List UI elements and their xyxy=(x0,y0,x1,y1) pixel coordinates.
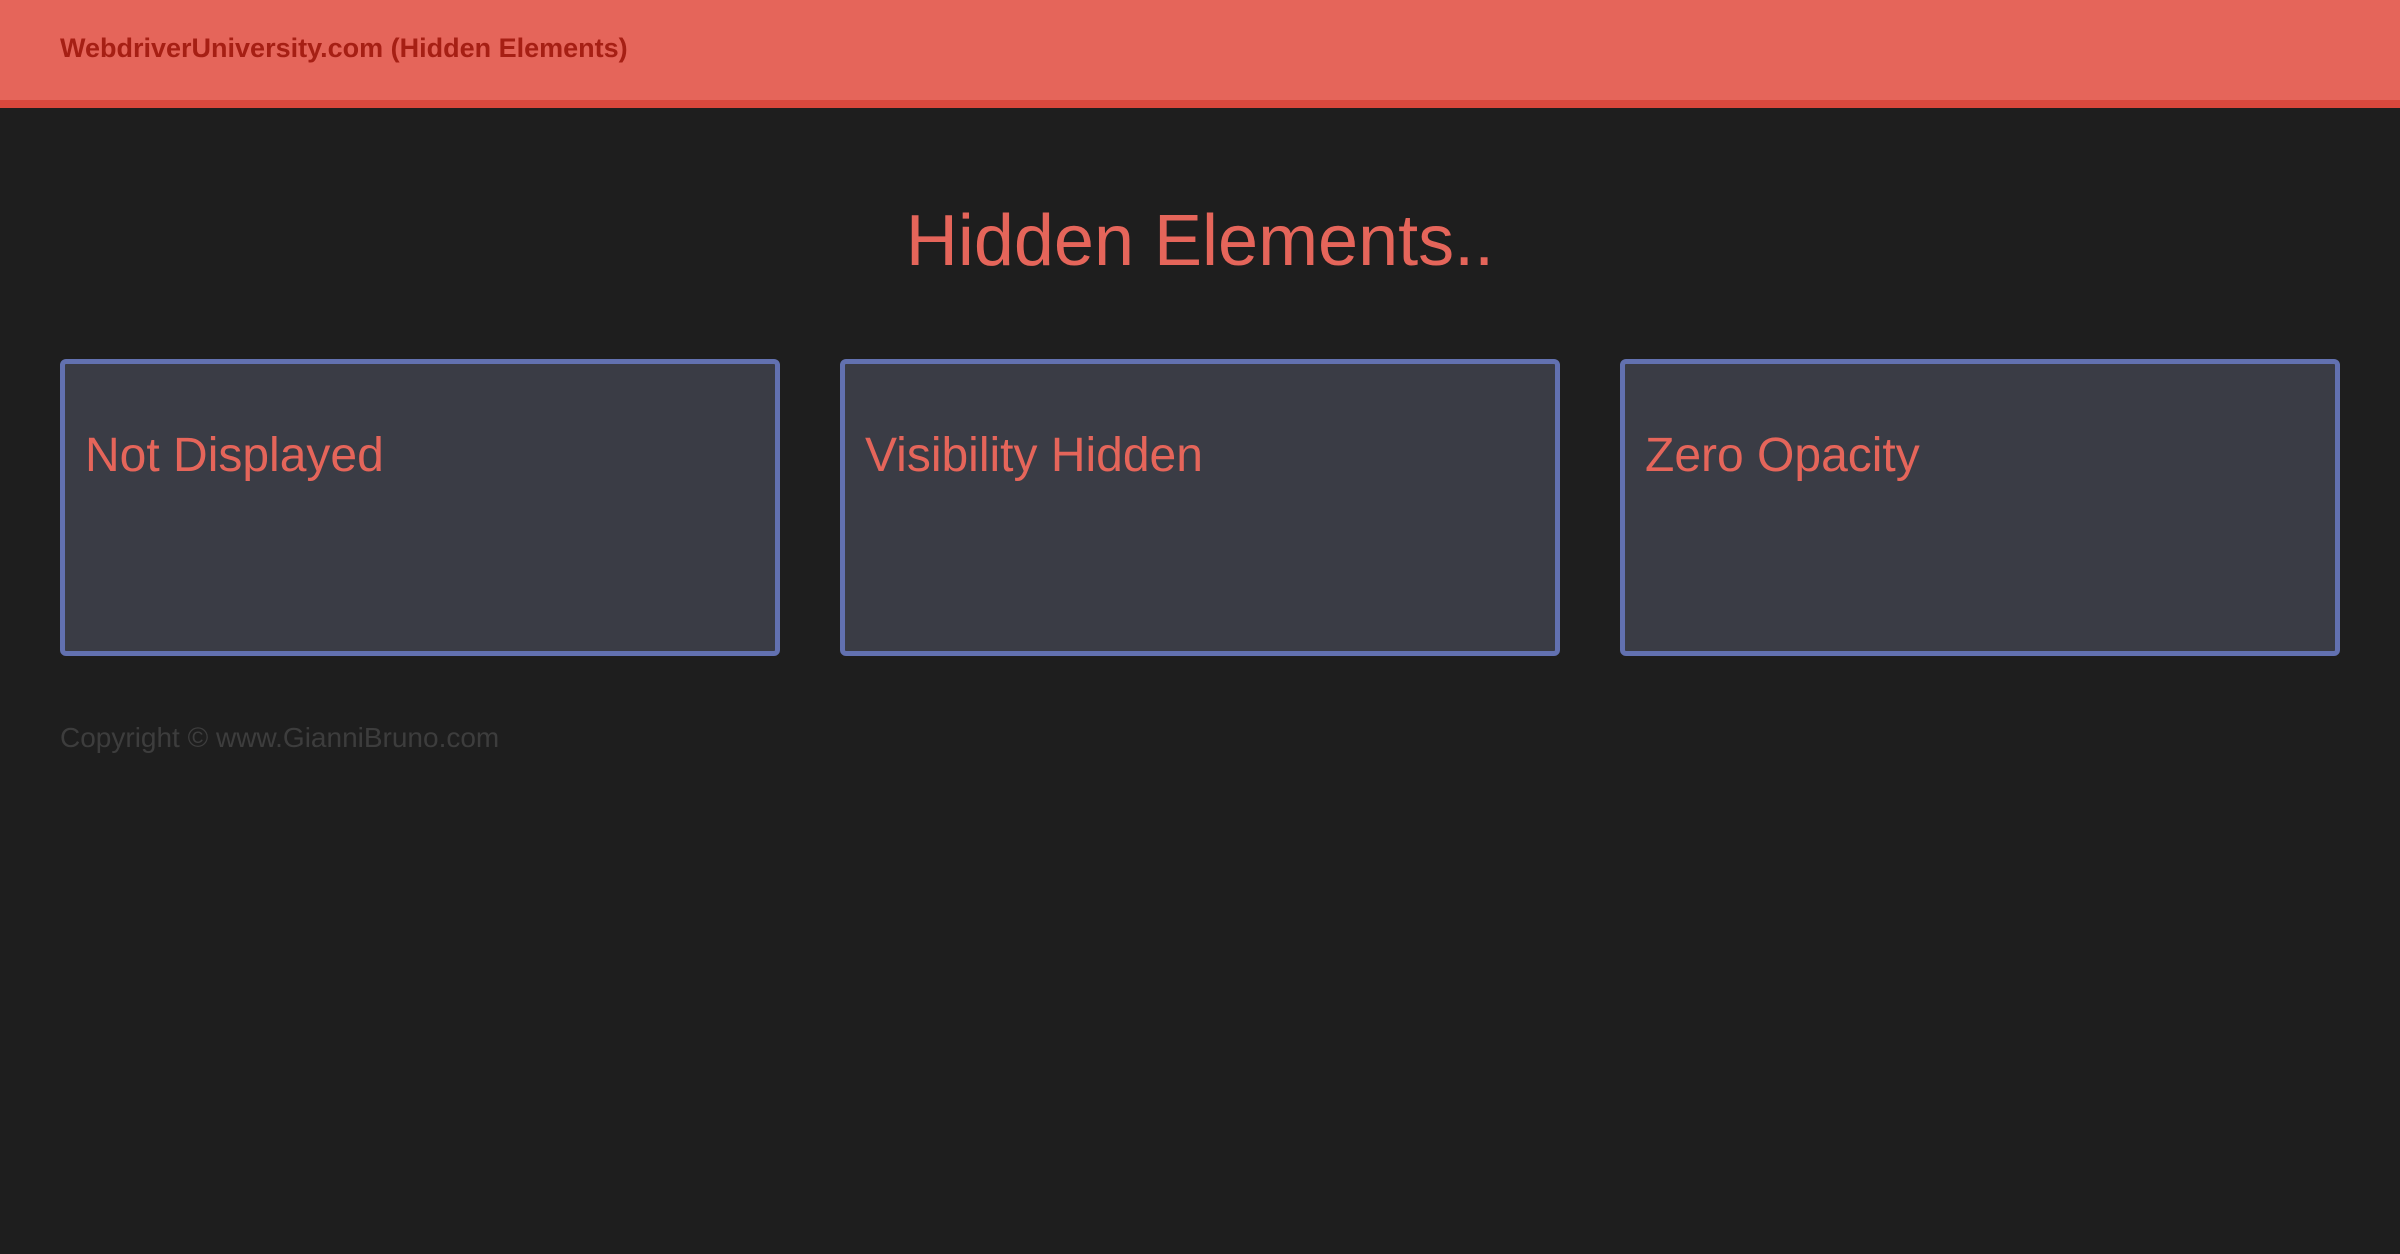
panel-zero-opacity: Zero Opacity xyxy=(1620,359,2340,656)
panel-visibility-hidden: Visibility Hidden xyxy=(840,359,1560,656)
panel-title-not-displayed: Not Displayed xyxy=(85,429,384,482)
panel-title-visibility-hidden: Visibility Hidden xyxy=(865,429,1203,482)
brand-link[interactable]: WebdriverUniversity.com (Hidden Elements… xyxy=(60,33,628,63)
navbar: WebdriverUniversity.com (Hidden Elements… xyxy=(0,0,2400,108)
panel-title-zero-opacity: Zero Opacity xyxy=(1645,429,1920,482)
footer-copyright: Copyright © www.GianniBruno.com xyxy=(60,722,500,753)
page-title: Hidden Elements.. xyxy=(905,201,1495,281)
panel-not-displayed: Not Displayed xyxy=(60,359,780,656)
